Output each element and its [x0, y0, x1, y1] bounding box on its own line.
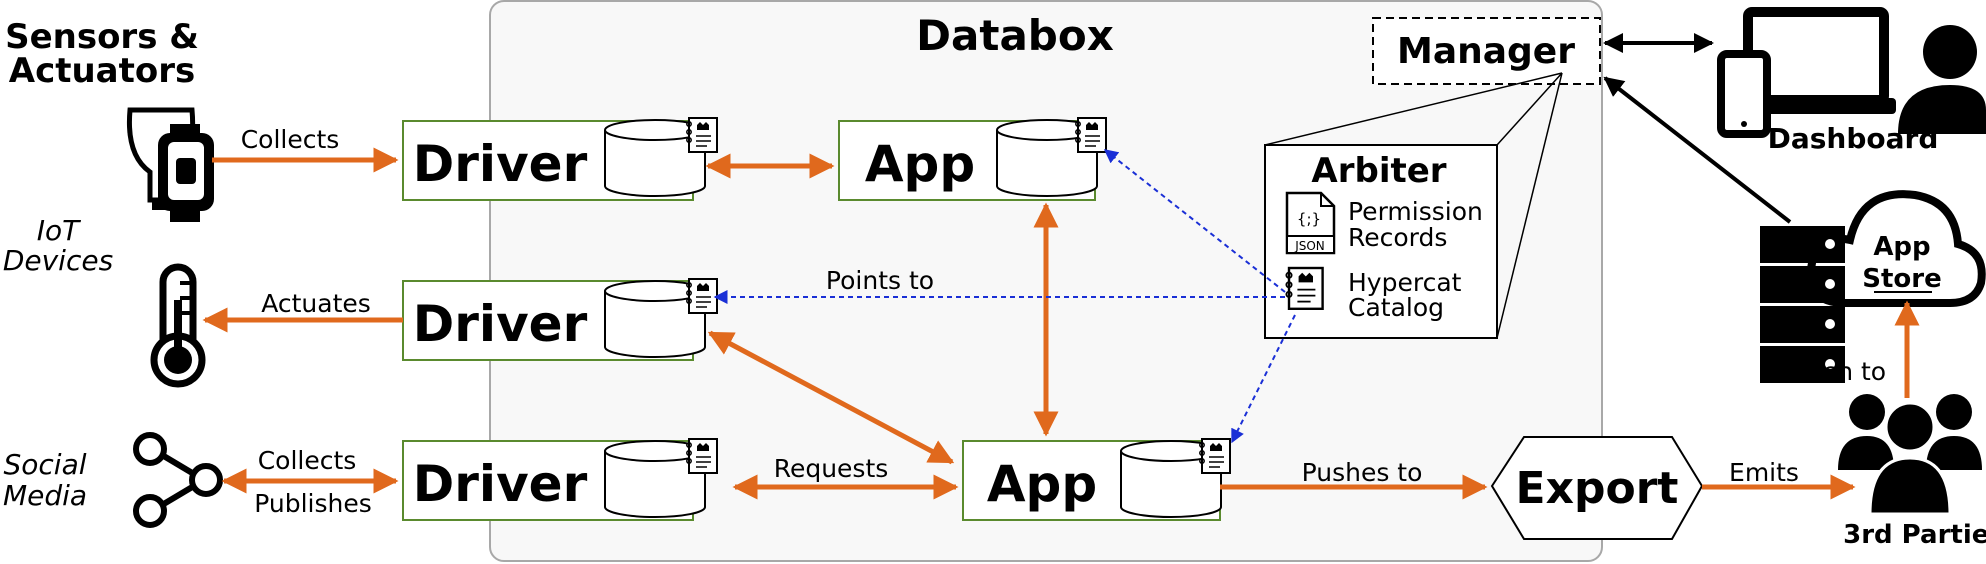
thermometer-icon: [150, 263, 206, 388]
sensors-actuators-title-line2: Actuators: [9, 51, 196, 91]
hypercat-catalog-line1: Hypercat: [1348, 268, 1462, 297]
label-emits: Emits: [1729, 458, 1799, 487]
permission-records-line2: Records: [1348, 223, 1447, 252]
manager-box: [1372, 17, 1601, 85]
svg-text:Driver: Driver: [413, 135, 588, 193]
edge-appstore-manager: [1603, 76, 1792, 224]
edge-driver2-app2: [707, 330, 955, 465]
label-collects-social: Collects: [258, 446, 357, 475]
permission-records-line1: Permission: [1348, 197, 1483, 226]
app-store-line2: Store: [1862, 264, 1941, 294]
export-label: Export: [1516, 463, 1679, 514]
edge-arbiter-app1: [1103, 149, 1286, 293]
app-node-1: App: [838, 117, 1107, 201]
driver-node-1: Driver: [402, 117, 718, 201]
group-icon: [1838, 394, 1982, 516]
app-store-line1: App: [1873, 232, 1930, 262]
label-publish-to: Publish to: [1764, 357, 1886, 386]
label-publishes: Publishes: [254, 489, 372, 518]
social-label-line1: Social: [3, 448, 86, 481]
hypercat-icon: [1074, 117, 1107, 153]
edge-arbiter-app2: [1231, 314, 1296, 444]
iot-label-line1: IoT: [37, 214, 81, 247]
devices-user-icon: [1717, 7, 1986, 138]
hypercat-icon: [1285, 266, 1324, 310]
hypercat-icon: [685, 278, 718, 314]
app-node-2: App: [962, 438, 1231, 521]
hypercat-icon: [685, 117, 718, 153]
driver-node-3: Driver: [402, 438, 718, 521]
hypercat-catalog-line2: Catalog: [1348, 293, 1444, 322]
svg-text:{;}: {;}: [1297, 210, 1321, 228]
dashboard-label: Dashboard: [1768, 122, 1939, 155]
server-cloud-icon: [1760, 190, 1986, 383]
manager-label: Manager: [1397, 31, 1575, 72]
svg-text:App: App: [865, 135, 975, 193]
third-parties-label: 3rd Parties: [1843, 520, 1986, 550]
label-pushes-to: Pushes to: [1302, 458, 1423, 487]
svg-text:Driver: Driver: [413, 455, 588, 513]
hypercat-icon: [685, 438, 718, 474]
share-icon: [133, 432, 223, 528]
social-label-line2: Media: [3, 479, 87, 512]
svg-text:JSON: JSON: [1294, 239, 1325, 253]
label-actuates: Actuates: [261, 289, 371, 318]
driver-node-2: Driver: [402, 278, 718, 361]
label-collects: Collects: [241, 125, 340, 154]
label-points-to: Points to: [826, 266, 934, 295]
svg-text:Driver: Driver: [413, 295, 588, 353]
databox-title: Databox: [916, 11, 1114, 60]
sensors-actuators-title-line1: Sensors &: [5, 17, 199, 57]
json-file-icon: {;} JSON: [1285, 191, 1336, 255]
iot-label-line2: Devices: [3, 244, 113, 277]
hypercat-icon: [1198, 438, 1231, 474]
smart-bulb-watch-icon: [126, 107, 214, 222]
svg-text:App: App: [987, 455, 1097, 513]
label-requests: Requests: [774, 454, 889, 483]
arbiter-title: Arbiter: [1311, 151, 1446, 191]
